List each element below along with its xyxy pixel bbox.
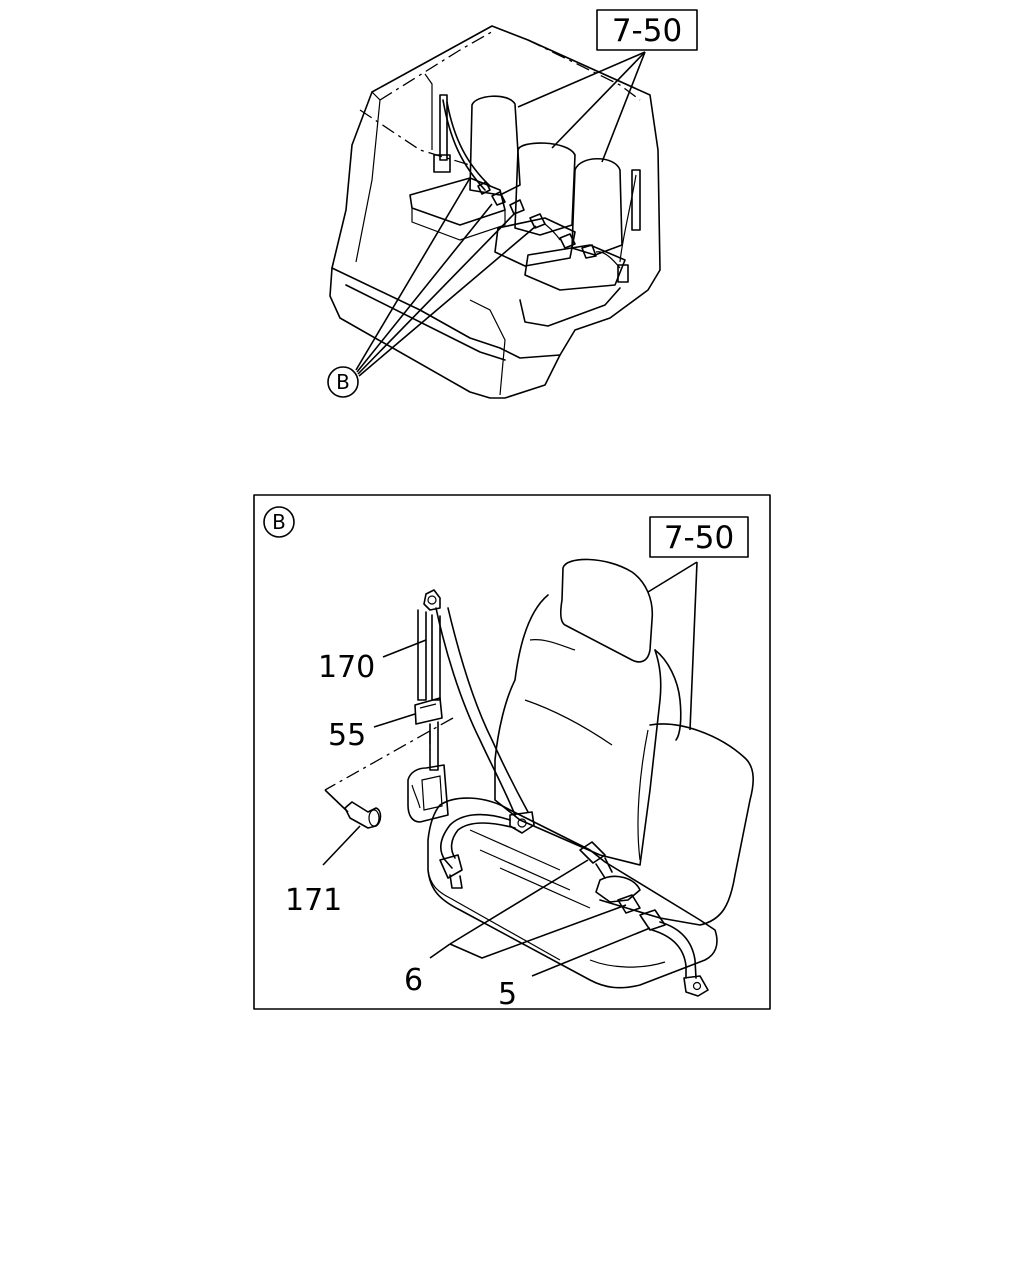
detail-reference-text: 7-50 — [664, 520, 734, 556]
part-labels: 170 55 171 6 5 — [285, 650, 517, 1012]
detail-marker: B — [263, 506, 295, 538]
part-label-170: 170 — [318, 650, 375, 685]
top-reference-text: 7-50 — [612, 13, 682, 49]
retractor-belt-assembly — [407, 589, 535, 889]
part-label-171: 171 — [285, 883, 342, 918]
top-detail-leaders — [355, 177, 537, 377]
detail-marker-text: B — [272, 510, 286, 534]
part-label-6: 6 — [404, 963, 423, 998]
detail-frame — [253, 494, 771, 1010]
detail-reference-callout: 7-50 — [649, 516, 749, 558]
bolt-part — [344, 801, 382, 829]
part-label-5: 5 — [498, 977, 517, 1012]
top-reference-leaders — [517, 51, 646, 163]
top-detail-marker: B — [327, 366, 359, 398]
buckle-assembly — [579, 841, 709, 997]
part-leaders — [322, 639, 651, 977]
cab-overview-illustration — [329, 25, 661, 399]
part-label-55: 55 — [328, 718, 366, 753]
top-reference-callout: 7-50 — [596, 9, 698, 51]
seat-illustration — [427, 558, 754, 989]
detail-reference-leaders — [647, 561, 698, 731]
phantom-lines — [324, 717, 454, 791]
top-detail-marker-text: B — [336, 370, 350, 394]
